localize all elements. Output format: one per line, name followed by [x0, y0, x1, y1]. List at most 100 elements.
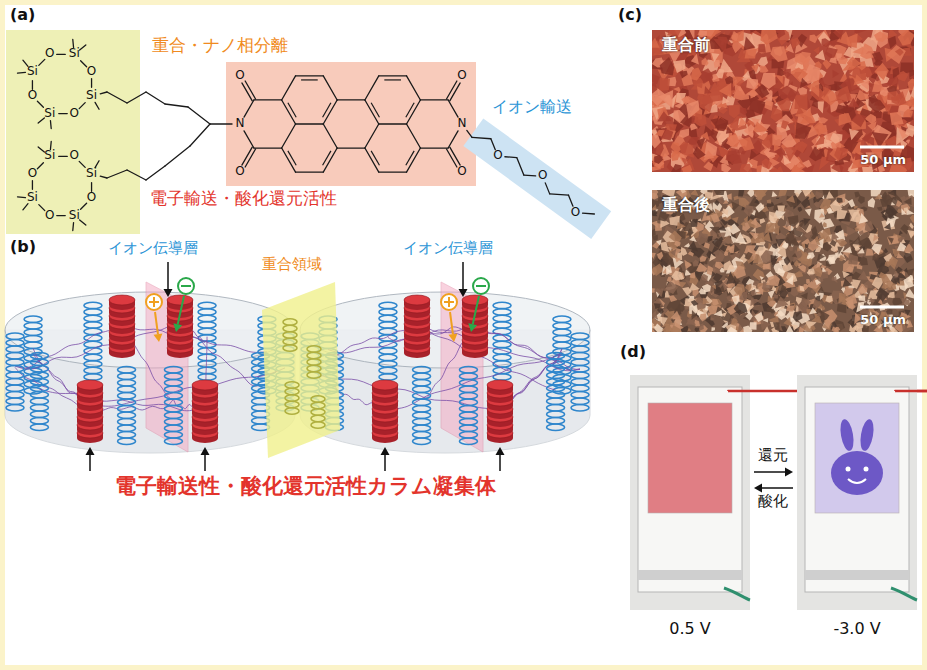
bond	[296, 75, 324, 76]
helix-turn	[553, 329, 571, 335]
double-bond-inner	[288, 151, 296, 165]
bond	[447, 81, 457, 99]
micrograph-ground	[652, 30, 914, 172]
helix-turn	[164, 432, 182, 438]
crystal-grain	[786, 326, 795, 332]
bond	[323, 76, 337, 100]
crystal-grain	[729, 116, 747, 131]
crystal-grain	[747, 190, 755, 197]
bond	[545, 183, 549, 194]
crystal-grain	[869, 80, 884, 97]
helix-turn	[379, 348, 397, 354]
helix-turn	[311, 422, 325, 428]
crystal-grain	[896, 91, 907, 106]
crystal-grain	[802, 160, 812, 168]
disk-top	[109, 295, 135, 305]
helix-turn	[459, 393, 477, 399]
crystal-grain	[767, 199, 772, 203]
helix-turn	[118, 373, 136, 379]
helix-turn	[198, 309, 216, 315]
helix-turn	[413, 399, 431, 405]
crystal-grain	[869, 233, 879, 245]
helix-turn	[24, 323, 42, 329]
bond	[100, 92, 107, 94]
anion-symbol	[473, 278, 489, 294]
anion-arrow	[178, 296, 184, 324]
leader-arrow	[204, 455, 206, 471]
helix-turn	[379, 354, 397, 360]
helix-turn	[307, 372, 321, 378]
crystal-grain	[731, 30, 744, 44]
crystal-grain	[799, 327, 805, 332]
bond	[323, 100, 337, 124]
crystal-grain	[731, 31, 739, 42]
bond	[282, 148, 296, 172]
crystal-grain	[701, 58, 708, 66]
glycol-highlight	[463, 119, 611, 239]
crystal-grain	[852, 46, 863, 54]
alkyl-chain	[15, 319, 180, 369]
methyl-bond	[38, 147, 44, 152]
helix-turn	[30, 359, 48, 365]
helix-turn	[285, 401, 299, 407]
bond	[282, 100, 296, 124]
double-bond-inner	[301, 79, 318, 80]
helix-turn	[84, 328, 102, 334]
crystal-grain	[751, 63, 759, 73]
bond	[245, 81, 255, 99]
bond	[242, 147, 252, 165]
leader-arrow-head	[86, 447, 95, 455]
assembly-illustration	[5, 262, 590, 471]
bond	[450, 83, 460, 101]
crystal-grain	[839, 113, 853, 126]
helix-turn	[547, 418, 565, 424]
crystal-grain	[726, 135, 739, 147]
crystal-grain	[738, 137, 754, 151]
methyl-bond	[18, 72, 26, 74]
crystal-grain	[796, 106, 804, 114]
crystal-grain	[838, 246, 844, 254]
bond	[210, 123, 232, 124]
crystal-grain	[854, 191, 860, 197]
helix-turn	[553, 336, 571, 342]
crystal-grain	[682, 165, 693, 172]
crystal-grain	[716, 69, 724, 79]
helix-turn	[413, 425, 431, 431]
cation-symbol	[146, 294, 162, 310]
helix-turn	[547, 372, 565, 378]
crystal-grain	[715, 262, 724, 269]
helix-turn	[164, 412, 182, 418]
helix-turn	[30, 385, 48, 391]
crystal-grain	[758, 44, 766, 53]
helix-turn	[6, 359, 24, 365]
bond	[467, 130, 472, 137]
bond	[407, 76, 421, 100]
crystal-grain	[771, 107, 783, 121]
helix-turn	[164, 367, 182, 373]
bond	[127, 170, 146, 180]
crystal-grain	[682, 73, 694, 86]
crystal-grain	[745, 49, 757, 59]
crystal-grain	[652, 190, 658, 199]
crystal-grain	[749, 322, 756, 330]
bond	[81, 203, 87, 209]
column-assembly	[300, 262, 590, 471]
leader-arrow-head	[496, 447, 505, 455]
crystal-grain	[761, 73, 776, 89]
micrograph-image	[652, 30, 914, 172]
crystal-grain	[796, 297, 802, 305]
bond	[79, 161, 85, 167]
bond	[282, 124, 296, 148]
helix-turn	[379, 374, 397, 380]
crystal-grain	[847, 56, 861, 69]
helix-turn	[6, 366, 24, 372]
bond	[107, 170, 127, 178]
disk-top	[404, 295, 430, 305]
helix-turn	[413, 367, 431, 373]
helix-turn	[164, 438, 182, 444]
anion-symbol	[178, 278, 194, 294]
helix-turn	[30, 372, 48, 378]
helix-turn	[30, 418, 48, 424]
crystal-grain	[872, 253, 880, 260]
crystal-grain	[734, 196, 740, 201]
